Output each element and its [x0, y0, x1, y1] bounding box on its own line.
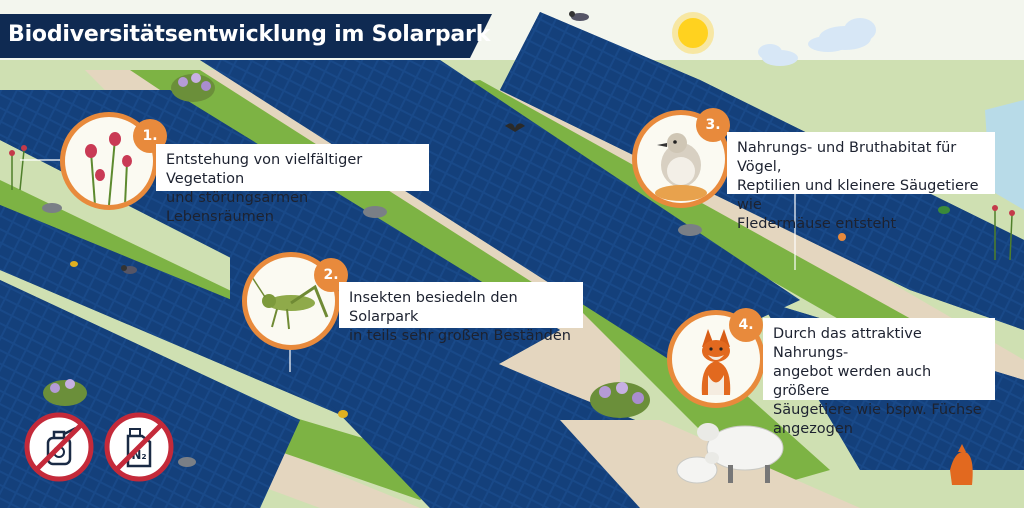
step-1-callout: Entstehung von vielfältiger Vegetation u… [156, 144, 429, 225]
flower-bush-icon [590, 382, 650, 418]
lamb-icon [676, 452, 719, 484]
step-2-text-line-2: in teils sehr großen Beständen [349, 328, 571, 344]
step-2-text-line-1: Insekten besiedeln den Solarpark [349, 290, 518, 325]
bee-icon [70, 261, 78, 267]
no-pesticide-sprayer-icon [24, 412, 94, 482]
frog-icon [938, 206, 950, 214]
bat-icon [505, 123, 525, 132]
step-4-callout: Durch das attraktive Nahrungs- angebot w… [763, 318, 995, 437]
bird-icon [569, 11, 589, 21]
bee-icon [338, 410, 348, 418]
step-3-callout: Nahrungs- und Bruthabitat für Vögel, Rep… [727, 132, 995, 232]
fox-icon [950, 444, 973, 485]
step-1-text-line-1: Entstehung von vielfältiger Vegetation [166, 152, 363, 187]
step-4-text-line-1: Durch das attraktive Nahrungs- [773, 326, 922, 361]
sun-icon [672, 12, 714, 54]
no-pesticide-sprayer-icon-shape [24, 412, 94, 482]
fox-icon [701, 329, 731, 395]
stones [42, 203, 702, 467]
cloud-icon [758, 44, 798, 66]
step-4-badge: 4. [729, 308, 763, 342]
step-3-text-line-3: Fledermäuse entsteht [737, 216, 897, 232]
sheep-icon [697, 423, 784, 483]
title-banner-shape [0, 14, 492, 58]
no-nitrogen-fertilizer-icon: N₂ [104, 412, 174, 482]
step-3-text-line-2: Reptilien und kleinere Säugetiere wie [737, 178, 979, 213]
bird-icon [121, 265, 137, 274]
step-3-badge: 3. [696, 108, 730, 142]
page-title: Biodiversitätsentwicklung im Solarpark [8, 22, 491, 47]
flower-bush-icon [43, 379, 87, 406]
bird-icon [655, 133, 707, 201]
step-4-text-line-4: angezogen [773, 421, 853, 437]
grasshopper-icon [251, 276, 329, 330]
cloud-icon [808, 18, 876, 52]
flower-bush-icon [171, 73, 215, 102]
no-nitrogen-fertilizer-icon-shape: N₂ [104, 412, 174, 482]
step-4-text-line-3: Säugetiere wie bspw. Füchse [773, 402, 982, 418]
step-3-text-line-1: Nahrungs- und Bruthabitat für Vögel, [737, 140, 957, 175]
step-4-illustration [667, 310, 765, 408]
step-2-callout: Insekten besiedeln den Solarpark in teil… [339, 282, 583, 344]
solar-panel-row [200, 60, 800, 360]
butterfly-icon [838, 233, 846, 241]
step-4-text-line-2: angebot werden auch größere [773, 364, 932, 399]
step-1-text-line-2: und störungsarmen Lebensräumen [166, 190, 309, 225]
flower-icon [85, 132, 132, 205]
wildflowers [9, 145, 1015, 261]
title-banner: Biodiversitätsentwicklung im Solarpark [0, 14, 492, 58]
